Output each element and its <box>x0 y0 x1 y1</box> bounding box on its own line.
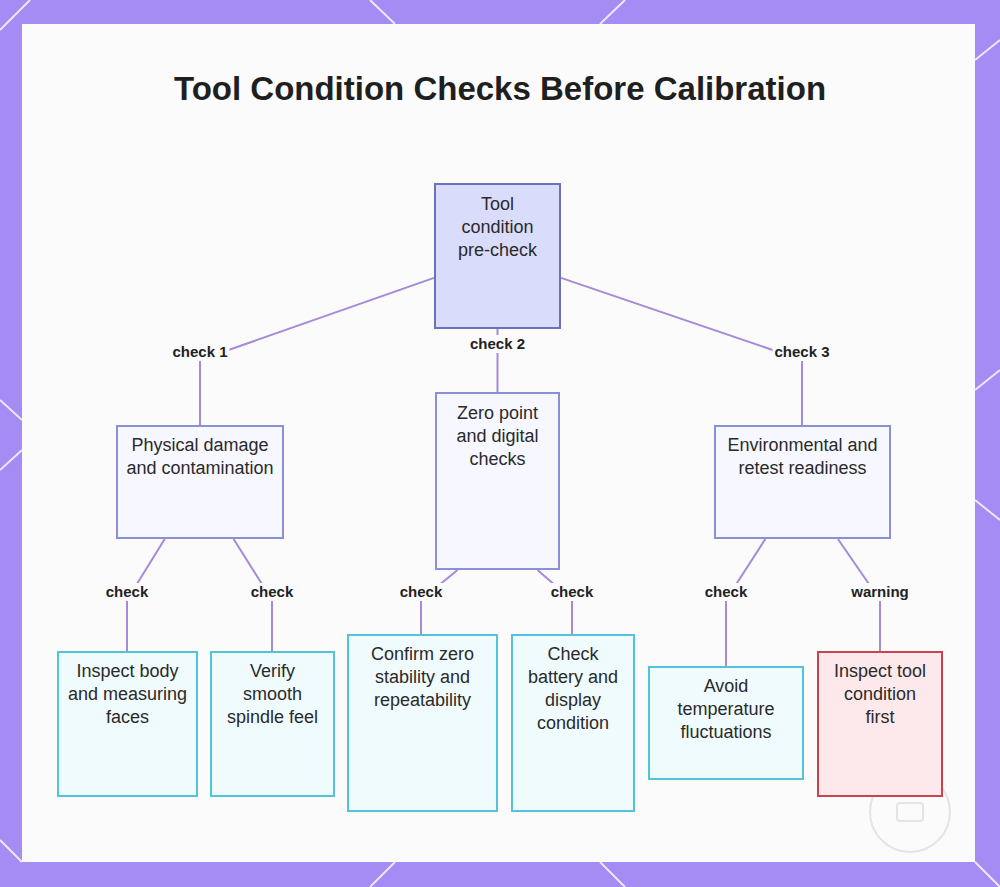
edge-label: check <box>549 583 596 601</box>
edge-label: check <box>249 583 296 601</box>
node-text: Physical damage and contamination <box>126 434 274 480</box>
process-box: Avoid temperature fluctuations <box>648 666 804 780</box>
process-box: Environmental and retest readiness <box>714 425 891 539</box>
node-text: Environmental and retest readiness <box>724 434 881 480</box>
diagram-title: Tool Condition Checks Before Calibration <box>150 70 850 108</box>
node-text: Inspect body and measuring faces <box>67 660 188 729</box>
process-box: Confirm zero stability and repeatability <box>347 634 498 812</box>
edge-label: check 1 <box>170 343 229 361</box>
edge-label: check 3 <box>772 343 831 361</box>
process-box: Verify smooth spindle feel <box>210 651 335 797</box>
node-text: Tool condition pre-check <box>444 193 551 262</box>
connector-line <box>421 570 458 634</box>
edge-label: check <box>104 583 151 601</box>
connector-line <box>726 539 765 666</box>
edge-label: check <box>398 583 445 601</box>
process-box: Check battery and display condition <box>511 634 635 812</box>
process-box: Tool condition pre-check <box>434 183 561 329</box>
node-text: Inspect tool condition first <box>831 660 929 729</box>
edge-label: check <box>703 583 750 601</box>
connector-line <box>561 278 802 425</box>
process-box: Inspect body and measuring faces <box>57 651 198 797</box>
connector-line <box>200 278 434 425</box>
warning-box: Inspect tool condition first <box>817 651 943 797</box>
process-box: Zero point and digital checks <box>435 392 560 570</box>
process-box: Physical damage and contamination <box>116 425 284 539</box>
node-text: Verify smooth spindle feel <box>222 660 323 729</box>
edge-label: warning <box>849 583 911 601</box>
node-text: Avoid temperature fluctuations <box>658 675 794 744</box>
connector-line <box>538 570 573 634</box>
edge-label: check 2 <box>468 335 527 353</box>
node-text: Check battery and display condition <box>525 643 621 735</box>
node-text: Confirm zero stability and repeatability <box>355 643 490 712</box>
node-text: Zero point and digital checks <box>451 402 544 471</box>
